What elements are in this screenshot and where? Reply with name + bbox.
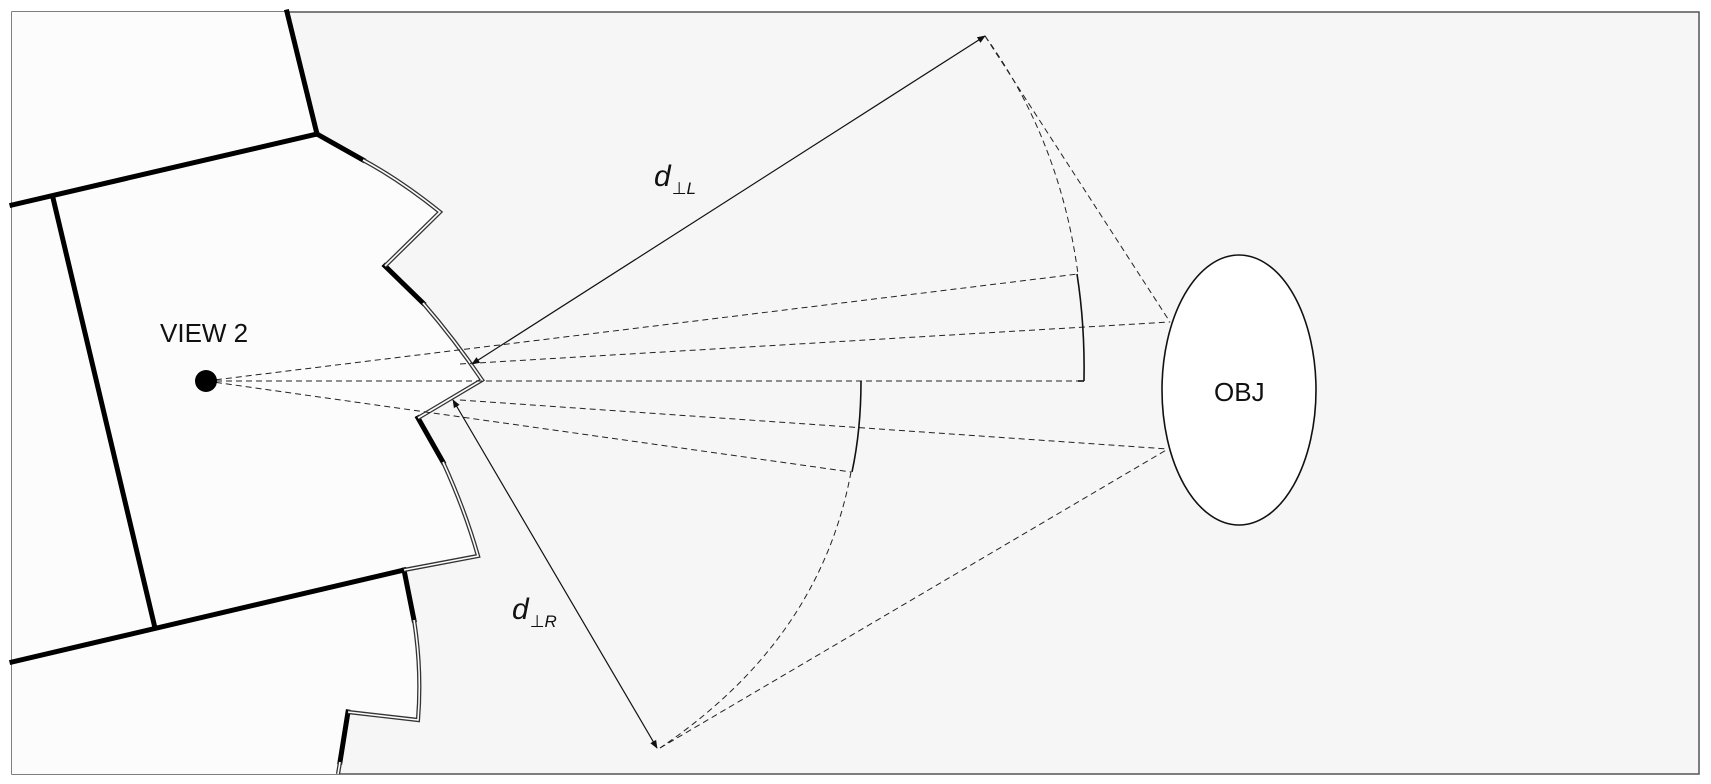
- distance-subscript: ⊥L: [671, 179, 696, 198]
- wall: [401, 567, 417, 623]
- object-label: OBJ: [1214, 377, 1265, 407]
- wall: [283, 8, 321, 138]
- wall: [8, 130, 321, 209]
- wall: [313, 130, 367, 164]
- sight-line: [659, 448, 1169, 749]
- wall: [414, 414, 447, 466]
- wall: [337, 709, 351, 765]
- distance-arrow-right: [452, 399, 658, 749]
- room-left-strip: [12, 198, 155, 662]
- viewpoint-dot: [195, 370, 217, 392]
- room-bottom: [12, 570, 419, 774]
- swing-arc-left: [984, 35, 1079, 275]
- distance-symbol: d: [654, 160, 671, 193]
- wall: [381, 262, 427, 307]
- swing-arc-right: [659, 471, 852, 749]
- distance-symbol: d: [512, 593, 529, 626]
- room-layout: [8, 8, 485, 775]
- distance-arrow-left: [471, 35, 986, 365]
- room-top-left: [12, 12, 317, 205]
- angle-arc-lower: [851, 380, 862, 473]
- sight-line: [459, 399, 1169, 450]
- sight-line: [984, 35, 1171, 323]
- distance-label-left: d⊥L: [654, 160, 696, 199]
- distance-label-right: d⊥R: [512, 593, 557, 632]
- angle-arc-upper: [1076, 273, 1085, 382]
- distance-subscript: ⊥R: [529, 612, 557, 631]
- wall: [8, 566, 408, 666]
- object-ellipse: [1161, 254, 1317, 526]
- wall: [49, 194, 159, 632]
- viewpoint-label: VIEW 2: [160, 318, 249, 348]
